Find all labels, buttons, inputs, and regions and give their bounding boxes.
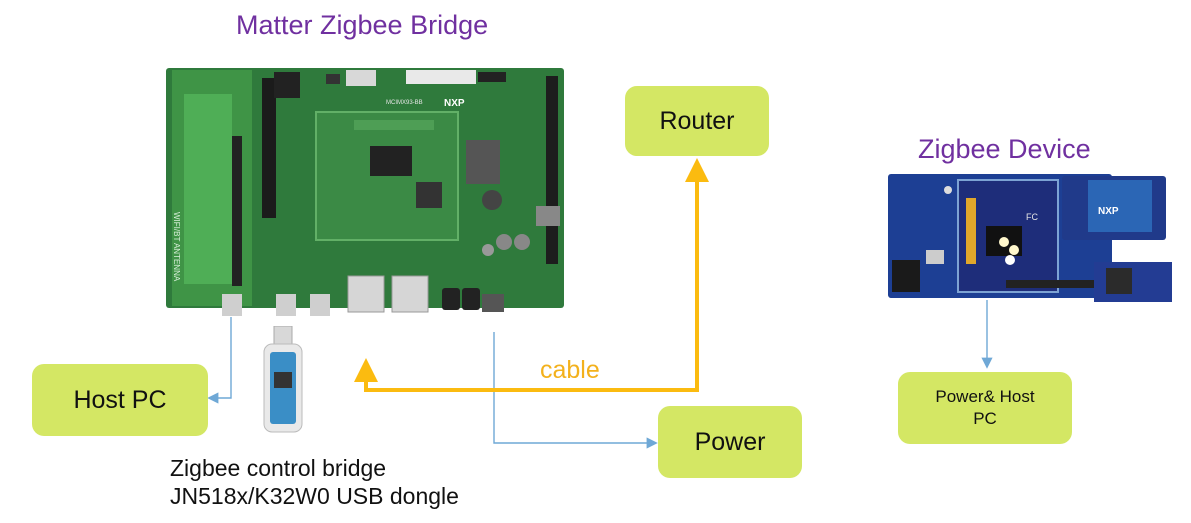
dongle-caption-line1: Zigbee control bridge [170,455,387,481]
bridge-model-mark: MCIMX93-BB [386,100,423,106]
power-host-pc-label: Power& Host PC [935,387,1035,428]
power-host-pc-box: Power& Host PC [898,372,1072,444]
device-brand-mark: NXP [1098,206,1119,217]
dongle-caption: Zigbee control bridge JN518x/K32W0 USB d… [170,454,459,510]
cable-line [366,158,709,392]
bridge-board-image: NXP MCIMX93-BB WIFI/BT ANTENNA [166,68,564,316]
power-label: Power [694,427,766,456]
host-pc-label: Host PC [73,385,167,414]
zigbee-device-board-image: FC NXP [888,174,1172,302]
device-title: Zigbee Device [918,134,1091,164]
usb-dongle-image [263,326,303,433]
router-label: Router [659,106,735,135]
bridge-antenna-mark: WIFI/BT ANTENNA [172,212,181,282]
bridge-brand-mark: NXP [444,98,465,109]
dongle-caption-line2: JN518x/K32W0 USB dongle [170,483,459,509]
device-fc-mark: FC [1026,212,1038,222]
power-box: Power [658,406,802,478]
bridge-title: Matter Zigbee Bridge [236,10,489,40]
host-pc-box: Host PC [32,364,208,436]
router-box: Router [625,86,769,156]
cable-label: cable [540,356,600,384]
power-link-line [493,332,658,449]
host-pc-link-line [207,317,232,404]
